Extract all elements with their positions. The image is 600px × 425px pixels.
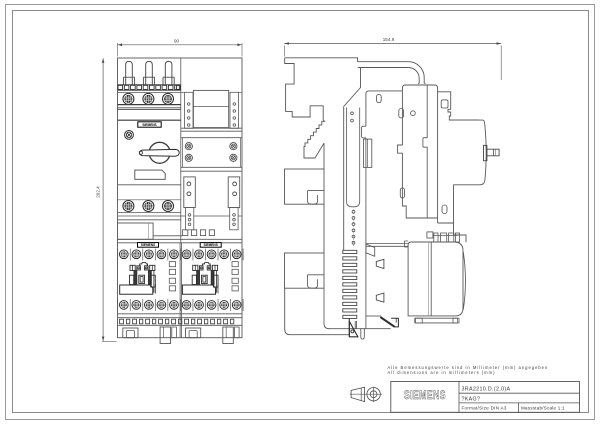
svg-text:SIEMENS: SIEMENS [204, 243, 218, 247]
svg-text:Alle Bemessungswerte sind in M: Alle Bemessungswerte sind in Millimeter … [388, 365, 549, 370]
svg-text:3RA2210.D.(2,0)A: 3RA2210.D.(2,0)A [462, 386, 511, 392]
svg-text:Format/Size DIN A3: Format/Size DIN A3 [462, 406, 507, 411]
svg-text:90: 90 [174, 39, 180, 44]
svg-text:154.9: 154.9 [383, 37, 395, 42]
svg-text:202.4: 202.4 [96, 186, 101, 198]
svg-text:?KAG?: ?KAG? [462, 396, 481, 402]
svg-text:SIEMENS: SIEMENS [142, 123, 156, 127]
svg-text:Massstab/Scale 1:1: Massstab/Scale 1:1 [521, 406, 565, 411]
svg-text:All dimensions are in millimet: All dimensions are in millimeters (mm) [388, 370, 496, 375]
svg-text:SIEMENS: SIEMENS [141, 243, 155, 247]
svg-text:SIEMENS: SIEMENS [404, 390, 446, 402]
